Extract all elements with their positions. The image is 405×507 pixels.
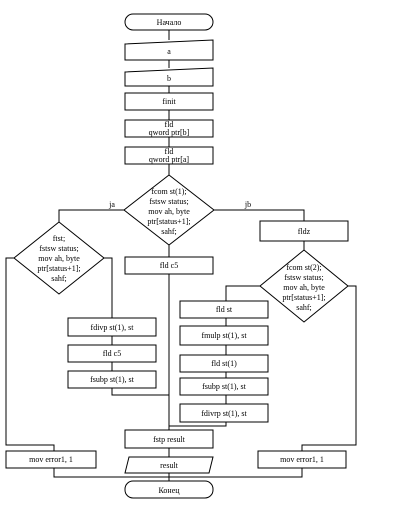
fld-st-block: fld st: [179, 300, 269, 319]
fldz-block: fldz: [259, 220, 349, 242]
fsubp-mid-label: fsubp st(1), st: [202, 382, 247, 391]
error-right-block: mov error1, 1: [257, 450, 347, 469]
fsubp-left-label: fsubp st(1), st: [90, 375, 135, 384]
decision-right-line5: sahf;: [296, 303, 312, 312]
decision-left-line4: ptr[status+1];: [37, 264, 80, 273]
error-right-label: mov error1, 1: [280, 455, 324, 464]
output-result-label: result: [160, 461, 179, 470]
fldz-label: fldz: [298, 227, 311, 236]
fld-st1-block: fld st(1): [179, 354, 269, 373]
end-label: Конец: [158, 486, 180, 495]
finit-label: finit: [162, 97, 176, 106]
input-a-label: a: [167, 47, 171, 56]
input-b-label: b: [167, 74, 171, 83]
start-terminator: Начало: [124, 13, 214, 31]
decision-right-line4: ptr[status+1];: [282, 293, 325, 302]
decision-main-line5: sahf;: [161, 227, 177, 236]
fmulp-block: fmulp st(1), st: [179, 325, 269, 346]
fdivrp-label: fdivrp st(1), st: [201, 409, 247, 418]
decision-right-line2: fstsw status;: [284, 273, 323, 282]
decision-left-line1: ftst;: [53, 234, 65, 243]
output-result-block: result: [124, 456, 214, 474]
decision-right-line1: fcom st(2);: [286, 263, 321, 272]
end-terminator: Конец: [124, 480, 214, 499]
fld-c5-left-label: fld c5: [103, 349, 121, 358]
fld-b-block: fld qword ptr[b]: [124, 119, 214, 138]
fsubp-left-block: fsubp st(1), st: [67, 370, 157, 389]
decision-right: fcom st(2); fstsw status; mov ah, byte p…: [259, 249, 349, 323]
decision-main-line2: fstsw status;: [149, 197, 188, 206]
decision-left-line3: mov ah, byte: [38, 254, 80, 263]
fld-b-line2: qword ptr[b]: [149, 128, 190, 137]
fld-a-line1: fld: [165, 147, 174, 156]
branch-label-jb: jb: [244, 200, 251, 209]
start-label: Начало: [157, 18, 182, 27]
fdivp-label: fdivp st(1), st: [91, 323, 135, 332]
decision-main-line3: mov ah, byte: [148, 207, 190, 216]
fdivp-block: fdivp st(1), st: [67, 317, 157, 337]
decision-main: fcom st(1); fstsw status; mov ah, byte p…: [123, 174, 215, 246]
decision-main-line1: fcom st(1);: [151, 187, 186, 196]
fdivrp-block: fdivrp st(1), st: [179, 403, 269, 423]
error-left-block: mov error1, 1: [5, 450, 97, 469]
branch-label-ja: ja: [108, 200, 115, 209]
decision-main-line4: ptr[status+1];: [147, 217, 190, 226]
input-b-block: b: [124, 67, 214, 87]
fstp-result-block: fstp result: [124, 429, 214, 449]
fld-st1-label: fld st(1): [211, 359, 237, 368]
fld-a-line2: qword ptr[a]: [149, 155, 190, 164]
decision-left-line5: sahf;: [51, 274, 67, 283]
fsubp-mid-block: fsubp st(1), st: [179, 377, 269, 396]
fmulp-label: fmulp st(1), st: [201, 331, 247, 340]
decision-right-line3: mov ah, byte: [283, 283, 325, 292]
error-left-label: mov error1, 1: [29, 455, 73, 464]
fld-st-label: fld st: [216, 305, 233, 314]
finit-block: finit: [124, 92, 214, 111]
fstp-result-label: fstp result: [153, 435, 186, 444]
fld-b-line1: fld: [165, 120, 174, 129]
input-a-block: a: [124, 39, 214, 61]
decision-left-line2: fstsw status;: [39, 244, 78, 253]
decision-left: ftst; fstsw status; mov ah, byte ptr[sta…: [13, 221, 105, 295]
fld-a-block: fld qword ptr[a]: [124, 146, 214, 165]
fld-c5-mid-label: fld c5: [160, 261, 178, 270]
fld-c5-left-block: fld c5: [67, 344, 157, 363]
fld-c5-mid-block: fld c5: [124, 256, 214, 275]
connectors: [5, 30, 357, 481]
